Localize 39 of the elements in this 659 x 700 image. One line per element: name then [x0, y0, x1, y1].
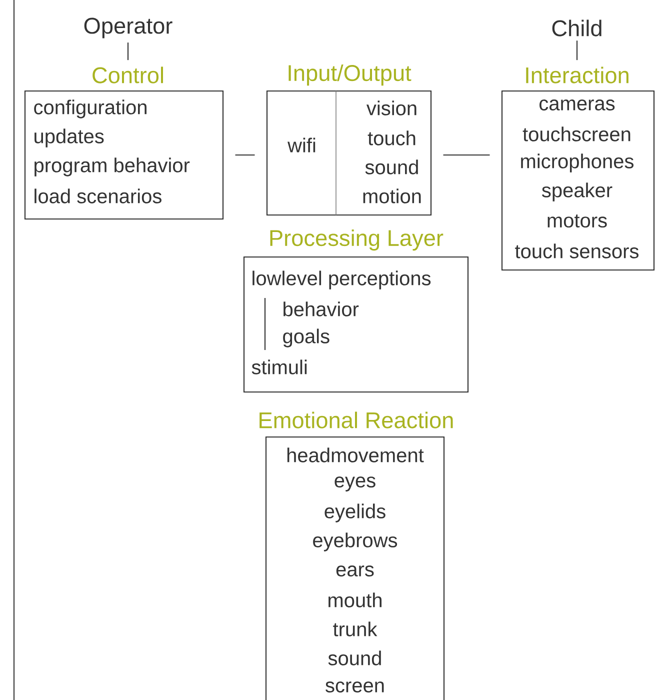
- list-item: program behavior: [34, 158, 190, 176]
- list-item: lowlevel perceptions: [252, 270, 431, 290]
- list-item: eyebrows: [313, 532, 398, 552]
- connector-line: [235, 154, 255, 156]
- list-item: sound: [365, 160, 418, 174]
- connector-line: [576, 40, 578, 60]
- list-item: speaker: [542, 182, 612, 202]
- list-item: screen: [326, 682, 384, 692]
- list-item: configuration: [34, 100, 146, 118]
- list-item: sound: [328, 650, 381, 666]
- role-label: Child: [552, 20, 602, 36]
- list-item: behavior: [284, 302, 359, 316]
- section-heading: Emotional Reaction: [260, 412, 453, 428]
- list-item: mouth: [328, 592, 382, 608]
- list-item: touch sensors: [515, 244, 638, 258]
- list-item: motion: [363, 188, 421, 204]
- list-item: microphones: [521, 154, 634, 172]
- section-heading: Interaction: [526, 66, 628, 84]
- list-item: cameras: [540, 100, 615, 110]
- section-heading: Control: [92, 66, 163, 84]
- role-label: Operator: [84, 18, 172, 38]
- section-heading: Input/Output: [288, 64, 412, 86]
- list-item: vision: [366, 100, 416, 116]
- list-item: headmovement: [287, 448, 424, 462]
- list-item: motors: [548, 214, 607, 228]
- list-item: updates: [34, 128, 104, 148]
- list-item: trunk: [333, 622, 378, 636]
- list-item: goals: [283, 328, 330, 348]
- list-item: eyes: [334, 476, 376, 492]
- list-item: load scenarios: [34, 188, 162, 204]
- list-item: stimuli: [252, 360, 307, 374]
- list-item: touch: [368, 130, 416, 146]
- connector-line: [127, 42, 129, 60]
- section-heading: Processing Layer: [270, 229, 444, 251]
- list-item: touchscreen: [522, 126, 630, 142]
- list-item: wifi: [288, 138, 316, 152]
- list-item: eyelids: [324, 504, 386, 522]
- connector-line: [443, 154, 490, 156]
- list-item: ears: [336, 566, 374, 576]
